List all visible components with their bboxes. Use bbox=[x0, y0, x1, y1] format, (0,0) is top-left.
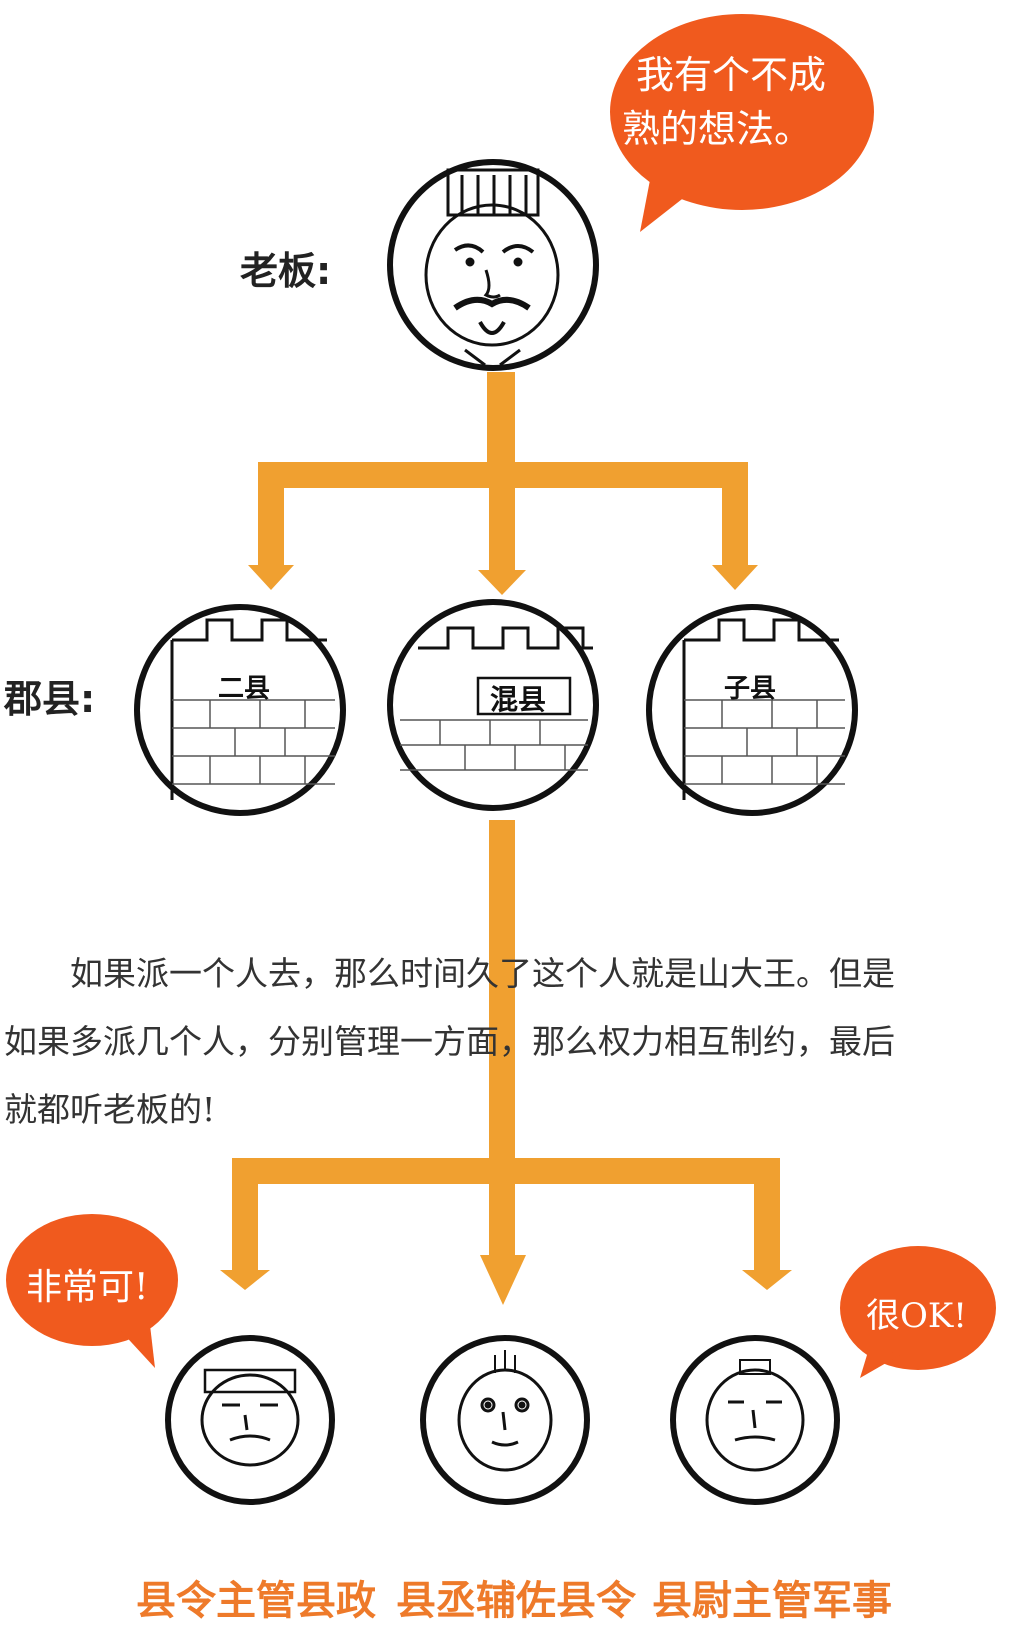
county-branch-left bbox=[258, 462, 284, 567]
official-right-speech-bubble bbox=[840, 1246, 996, 1378]
arrow-down-icon bbox=[220, 1270, 270, 1290]
official-right-bubble-text: 很OK! bbox=[866, 1296, 967, 1336]
boss-bubble-line-1: 我有个不成 bbox=[636, 53, 827, 97]
city-wall-icon bbox=[134, 604, 346, 816]
boss-speech-bubble bbox=[610, 14, 874, 232]
official-caption-mid: 县丞辅佐县令 bbox=[396, 1578, 636, 1624]
official-left-bubble-text: 非常可! bbox=[26, 1267, 149, 1308]
county-branch-right bbox=[722, 462, 748, 567]
county-name-left: 二县 bbox=[218, 674, 271, 704]
official-face-icon bbox=[670, 1335, 840, 1505]
official-branch-mid bbox=[489, 1158, 515, 1258]
arrow-down-icon bbox=[742, 1270, 792, 1290]
county-name-mid: 混县 bbox=[490, 683, 547, 716]
arrow-down-icon bbox=[480, 1255, 526, 1305]
county-to-officials-arrows bbox=[220, 820, 792, 1305]
paragraph-line: 如果派一个人去，那么时间久了这个人就是山大王。但是 bbox=[4, 954, 895, 993]
arrow-down-icon bbox=[248, 565, 294, 590]
paragraph-line: 如果多派几个人，分别管理一方面，那么权力相互制约，最后 bbox=[4, 1022, 895, 1061]
county-trunk bbox=[489, 820, 515, 1180]
boss-label: 老板: bbox=[240, 249, 332, 293]
city-wall-icon bbox=[387, 599, 599, 811]
explanation-paragraph: 如果派一个人去，那么时间久了这个人就是山大王。但是 如果多派几个人，分别管理一方… bbox=[4, 940, 1034, 1144]
official-branch-right bbox=[754, 1158, 780, 1273]
official-caption-right: 县尉主管军事 bbox=[652, 1578, 892, 1624]
arrow-down-icon bbox=[478, 570, 526, 595]
official-face-icon bbox=[420, 1335, 590, 1505]
arrow-down-icon bbox=[712, 565, 758, 590]
boss-to-counties-arrows bbox=[248, 372, 758, 595]
counties-label: 郡县: bbox=[4, 677, 96, 721]
official-face-icon bbox=[165, 1335, 335, 1505]
official-caption-left: 县令主管县政 bbox=[136, 1578, 376, 1624]
city-wall-icon bbox=[646, 604, 858, 816]
paragraph-line: 就都听老板的! bbox=[4, 1090, 216, 1129]
county-branch-mid bbox=[489, 462, 515, 572]
official-branch-left bbox=[232, 1158, 258, 1273]
official-left-speech-bubble bbox=[6, 1214, 178, 1368]
county-name-right: 子县 bbox=[724, 674, 777, 704]
emperor-face-icon bbox=[387, 159, 599, 371]
boss-bubble-line-2: 熟的想法。 bbox=[622, 107, 813, 151]
